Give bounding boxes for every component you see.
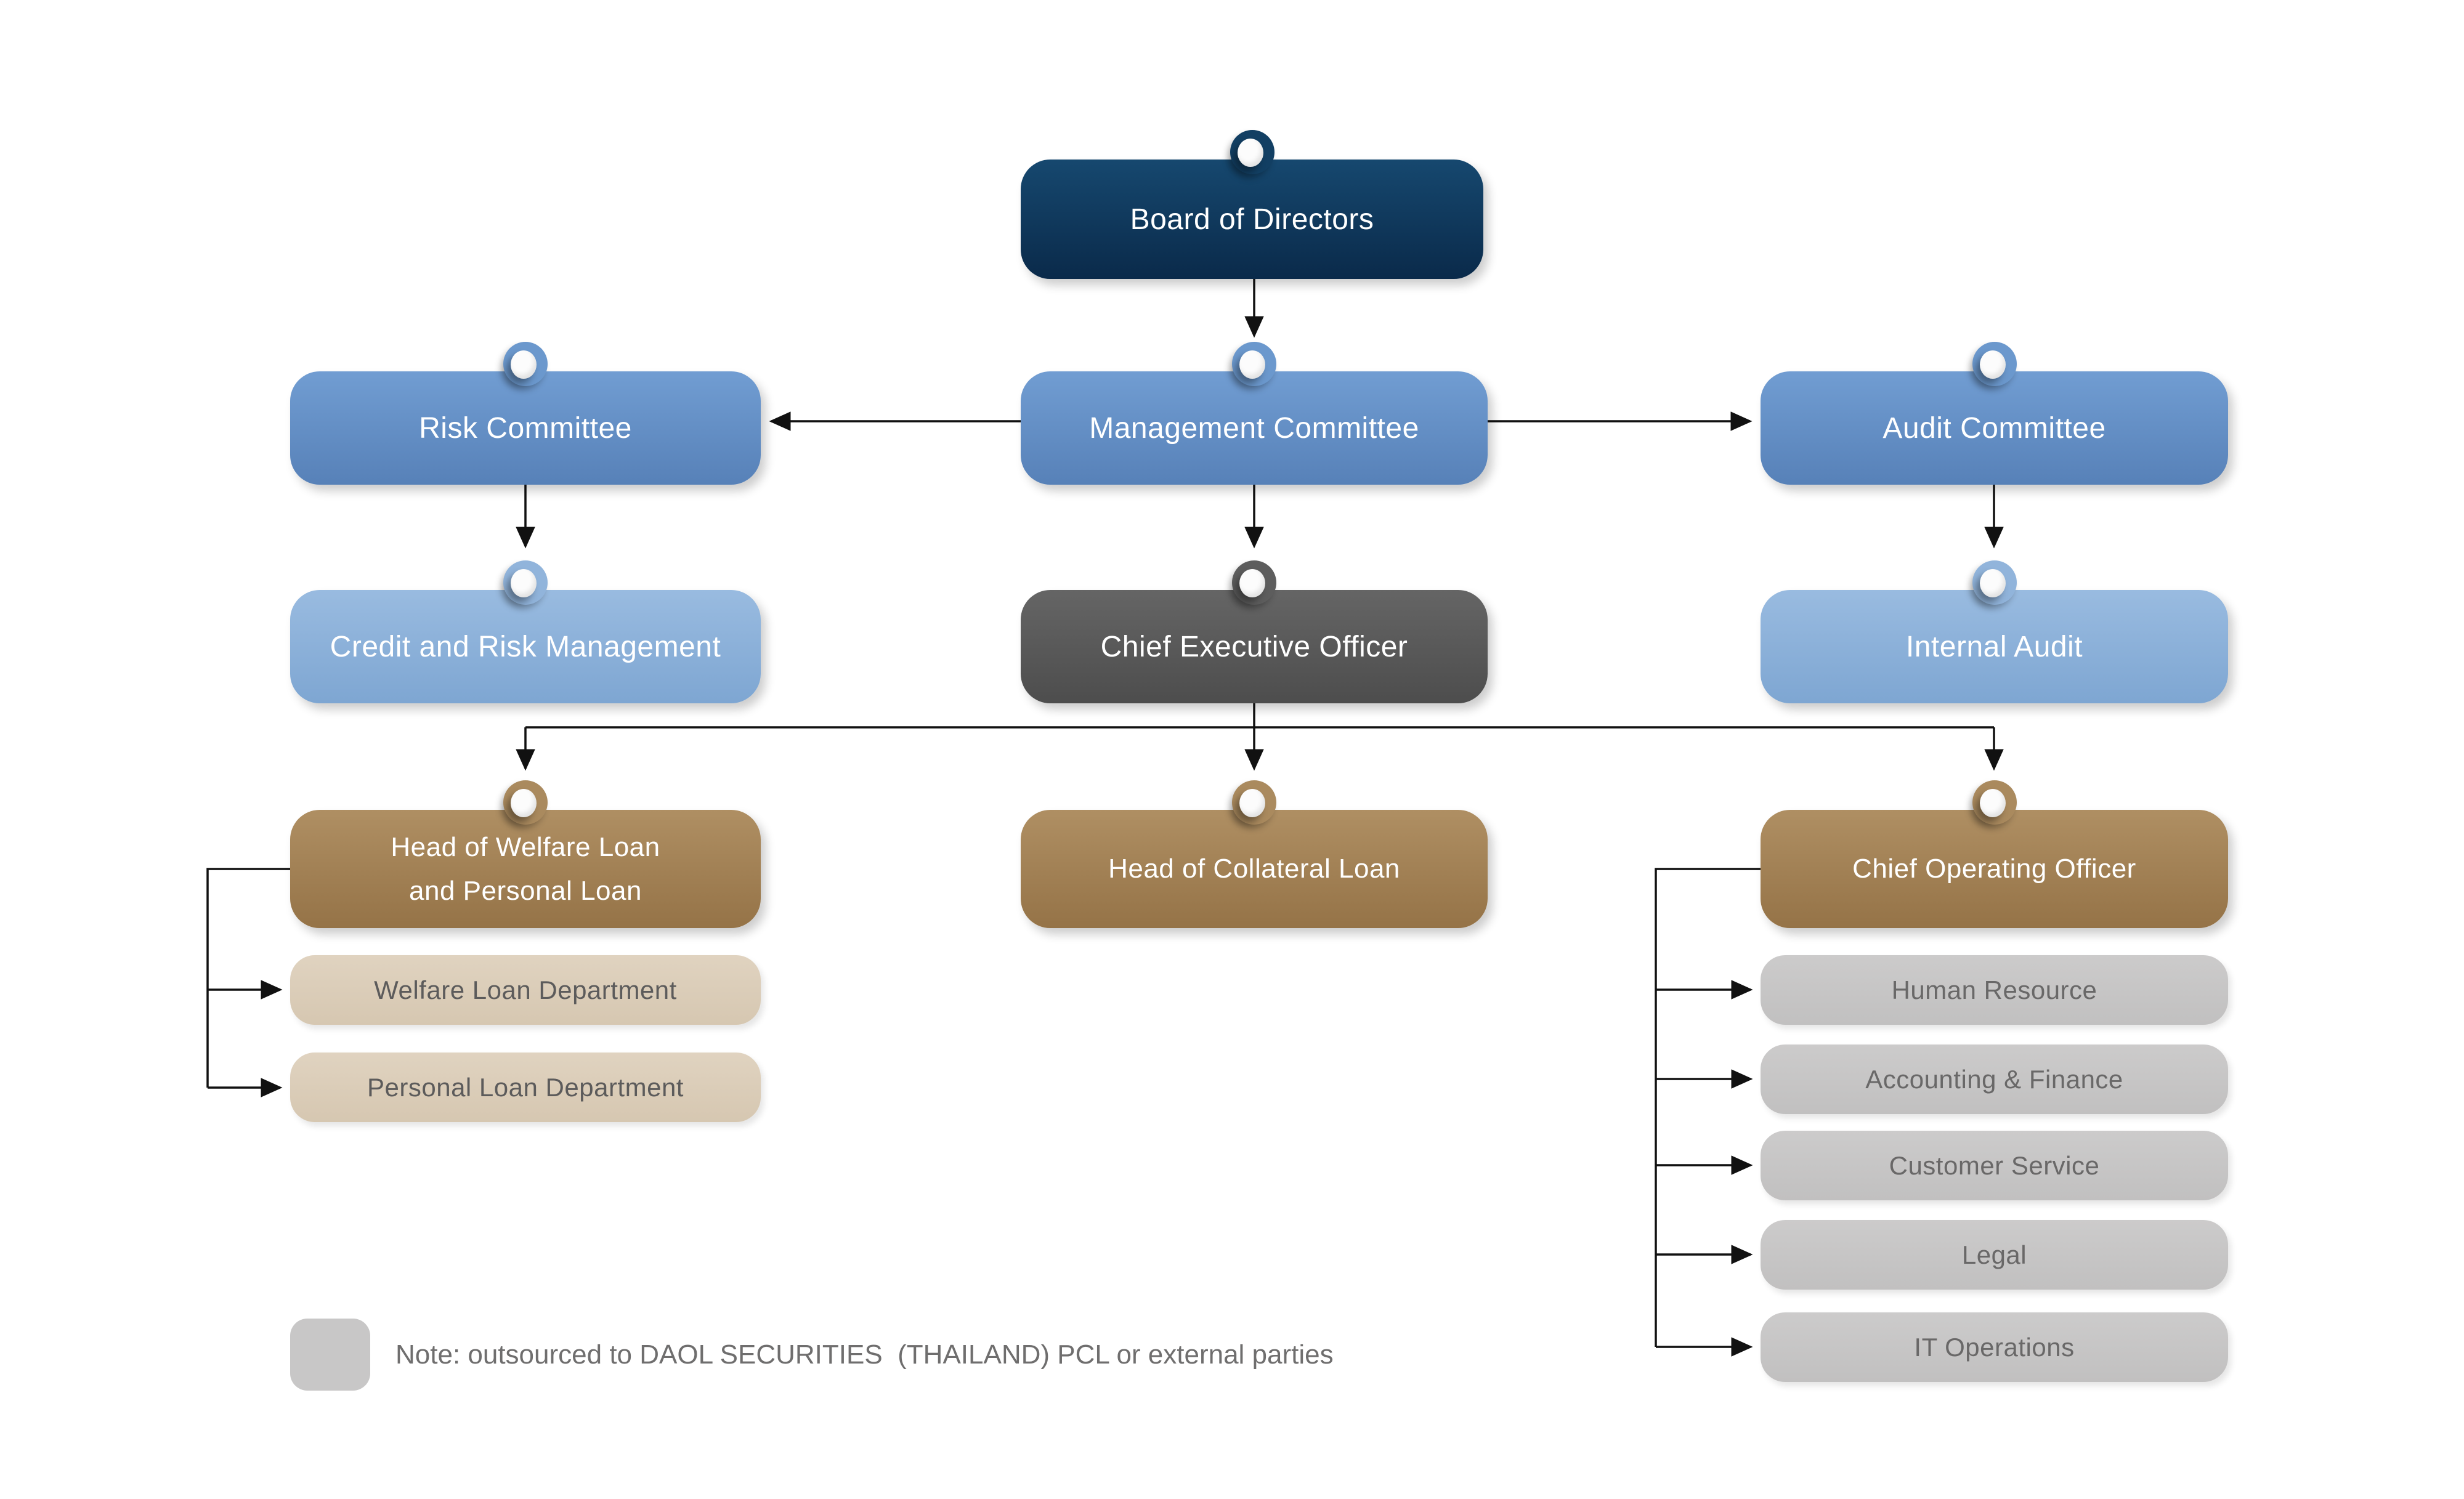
legend-note: Note: outsourced to DAOL SECURITIES (THA… [395, 1339, 1334, 1370]
node-risk-committee: Risk Committee [290, 342, 761, 485]
node-label: Credit and Risk Management [330, 630, 721, 663]
node-label: Customer Service [1889, 1150, 2100, 1180]
node-label: Human Resource [1891, 975, 2097, 1004]
node-label: Board of Directors [1130, 203, 1374, 236]
node-credit-and-risk-management: Credit and Risk Management [290, 560, 761, 703]
node-internal-audit: Internal Audit [1761, 560, 2228, 703]
node-label: Welfare Loan Department [374, 975, 677, 1004]
node-label: Management Committee [1089, 411, 1419, 445]
node-chief-executive-officer: Chief Executive Officer [1021, 560, 1488, 703]
node-label: Head of Collateral Loan [1108, 854, 1400, 884]
node-head-of-collateral-loan: Head of Collateral Loan [1021, 780, 1488, 928]
node-label-line2: and Personal Loan [409, 876, 642, 906]
node-label: Chief Executive Officer [1100, 630, 1408, 663]
node-audit-committee: Audit Committee [1761, 342, 2228, 485]
node-label: Personal Loan Department [367, 1072, 684, 1102]
node-management-committee: Management Committee [1021, 342, 1488, 485]
legend-gray-swatch [290, 1319, 370, 1391]
node-label: Chief Operating Officer [1852, 854, 2136, 884]
node-label: Legal [1961, 1240, 2027, 1269]
node-board-of-directors: Board of Directors [1021, 130, 1483, 279]
node-customer-service: Customer Service [1761, 1131, 2228, 1200]
node-label: Risk Committee [419, 411, 632, 445]
node-personal-loan-department: Personal Loan Department [290, 1053, 761, 1122]
node-label: Head of Welfare Loan and Personal Loan [372, 825, 678, 913]
node-label: Internal Audit [1905, 630, 2083, 663]
node-label: Accounting & Finance [1865, 1064, 2123, 1094]
node-welfare-loan-department: Welfare Loan Department [290, 955, 761, 1025]
node-accounting-finance: Accounting & Finance [1761, 1044, 2228, 1114]
node-label: Audit Committee [1882, 411, 2106, 445]
node-head-of-welfare-and-personal-loan: Head of Welfare Loan and Personal Loan [290, 780, 761, 928]
node-human-resource: Human Resource [1761, 955, 2228, 1025]
node-legal: Legal [1761, 1220, 2228, 1290]
node-label-line1: Head of Welfare Loan [391, 831, 660, 862]
node-chief-operating-officer: Chief Operating Officer [1761, 780, 2228, 928]
node-label: IT Operations [1914, 1332, 2075, 1362]
node-it-operations: IT Operations [1761, 1312, 2228, 1382]
